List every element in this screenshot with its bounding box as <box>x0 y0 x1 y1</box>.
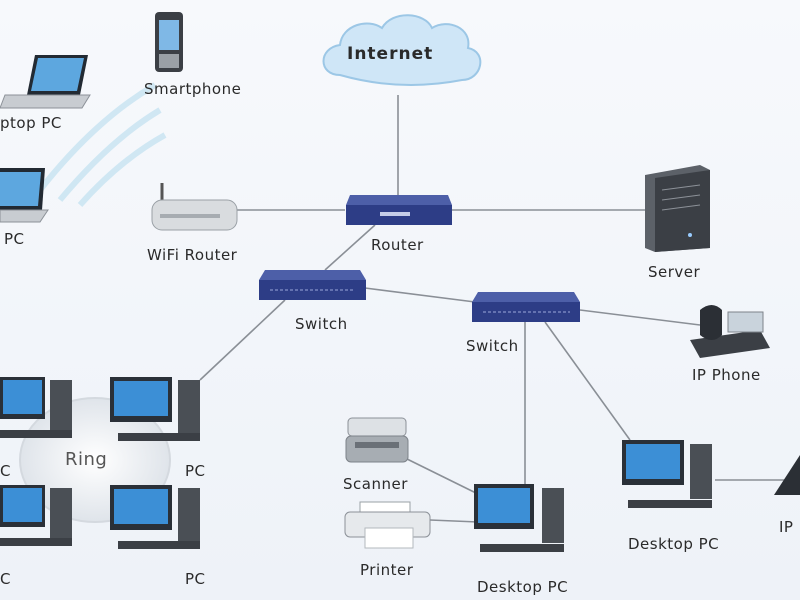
laptop-top-icon <box>0 55 91 109</box>
ring-pc-br-label: PC <box>185 570 206 588</box>
ring-pc-tr-label: PC <box>185 462 206 480</box>
ip-phone-icon <box>690 305 770 358</box>
desktop-pc-ring-br-icon <box>110 485 200 549</box>
laptop-bottom-label: PC <box>4 230 25 248</box>
desktop-pc-ring-bl-icon <box>0 485 72 546</box>
smartphone-label: Smartphone <box>144 80 242 98</box>
switch-right-label: Switch <box>466 337 519 355</box>
desktop-right-label: Desktop PC <box>628 535 720 553</box>
smartphone-icon <box>155 12 183 72</box>
desktop-pc-right-icon <box>622 440 712 508</box>
ip-edge-label: IP <box>779 518 794 536</box>
laptop-bottom-icon <box>0 168 49 223</box>
server-label: Server <box>648 263 701 281</box>
router-label: Router <box>371 236 424 254</box>
ip-phone-edge-icon <box>774 455 800 495</box>
switch-right-icon <box>472 292 580 322</box>
printer-label: Printer <box>360 561 414 579</box>
desktop-pc-ring-tl-icon <box>0 377 72 438</box>
internet-label: Internet <box>347 44 434 64</box>
laptop-top-label: ptop PC <box>0 114 62 132</box>
ring-pc-tl-label: C <box>0 462 11 480</box>
wifi-router-icon <box>151 183 238 231</box>
desktop-pc-ring-tr-icon <box>110 377 200 441</box>
ring-pc-bl-label: C <box>0 570 11 588</box>
scanner-label: Scanner <box>343 475 408 493</box>
links <box>199 95 790 523</box>
ring-label: Ring <box>65 449 108 470</box>
printer-icon <box>344 501 431 549</box>
switch-left-icon <box>259 270 366 300</box>
internet-cloud-icon <box>322 14 482 86</box>
router-icon <box>346 195 452 225</box>
desktop-pc-center-icon <box>474 484 564 552</box>
scanner-icon <box>345 417 409 463</box>
wifi-signal-arcs <box>37 82 167 207</box>
wifi-router-label: WiFi Router <box>147 246 238 264</box>
switch-left-label: Switch <box>295 315 348 333</box>
desktop-center-label: Desktop PC <box>477 578 569 596</box>
ip-phone-label: IP Phone <box>692 366 761 384</box>
server-icon <box>645 165 710 252</box>
